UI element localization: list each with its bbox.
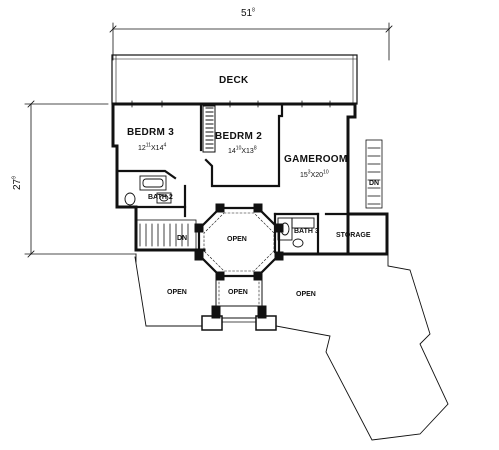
- gameroom-width-ft: 15: [300, 172, 308, 179]
- right-stair: [365, 139, 383, 209]
- bedroom3-width-in: 11: [145, 142, 151, 149]
- gameroom-depth-in: 10: [323, 169, 329, 176]
- open-right-label: OPEN: [296, 291, 316, 298]
- open-middle-label: OPEN: [228, 289, 248, 296]
- bedroom2-width-ft: 14: [228, 148, 236, 155]
- overall-depth-feet: 27: [12, 178, 23, 190]
- bedroom3-width-ft: 12: [138, 145, 146, 152]
- deck-label: DECK: [219, 75, 249, 86]
- gameroom-name: GAMEROOM: [284, 154, 348, 165]
- bath2-name: BATH 2: [148, 194, 173, 201]
- bedroom2-dimensions: 1410X138: [228, 145, 257, 155]
- overall-depth-inches: 9: [11, 176, 18, 179]
- bedroom2-depth-ft: 13: [246, 148, 254, 155]
- interior-walls: [115, 102, 350, 254]
- bedroom3-depth-in: 4: [163, 142, 167, 149]
- left-stair-down-label: DN: [177, 235, 188, 242]
- bedroom3-name: BEDRM 3: [127, 127, 175, 138]
- storage-name: STORAGE: [336, 232, 371, 239]
- windows: [131, 100, 331, 108]
- overall-width-label: 518: [241, 7, 255, 19]
- closets: [202, 105, 216, 153]
- gameroom-depth-ft: 20: [315, 172, 324, 179]
- bedroom2-depth-in: 8: [253, 145, 257, 152]
- overall-depth-label: 279: [11, 176, 23, 190]
- overall-width-feet: 51: [241, 8, 253, 19]
- overall-width-inches: 8: [252, 7, 255, 14]
- octagon-rotunda: [194, 203, 284, 281]
- lower-level-outline: [134, 253, 449, 441]
- bedroom2-name: BEDRM 2: [215, 131, 263, 142]
- right-stair-down-label: DN: [369, 180, 380, 187]
- gameroom-width-in: 3: [307, 169, 311, 176]
- bath2-fixtures: [124, 175, 172, 206]
- overall-width-dimension-line: [109, 22, 393, 61]
- open-left-label: OPEN: [167, 289, 187, 296]
- bedroom3-depth-ft: 14: [155, 145, 164, 152]
- front-bay: [201, 277, 277, 331]
- open-center-label: OPEN: [227, 236, 247, 243]
- bath3-name: BATH 3: [294, 228, 319, 235]
- left-stair: [135, 219, 197, 251]
- bedroom2-width-in: 10: [235, 145, 242, 152]
- bedroom3-dimensions: 1211X144: [138, 142, 167, 152]
- gameroom-dimensions: 153X2010: [300, 169, 329, 179]
- overall-depth-dimension-line: [24, 100, 137, 258]
